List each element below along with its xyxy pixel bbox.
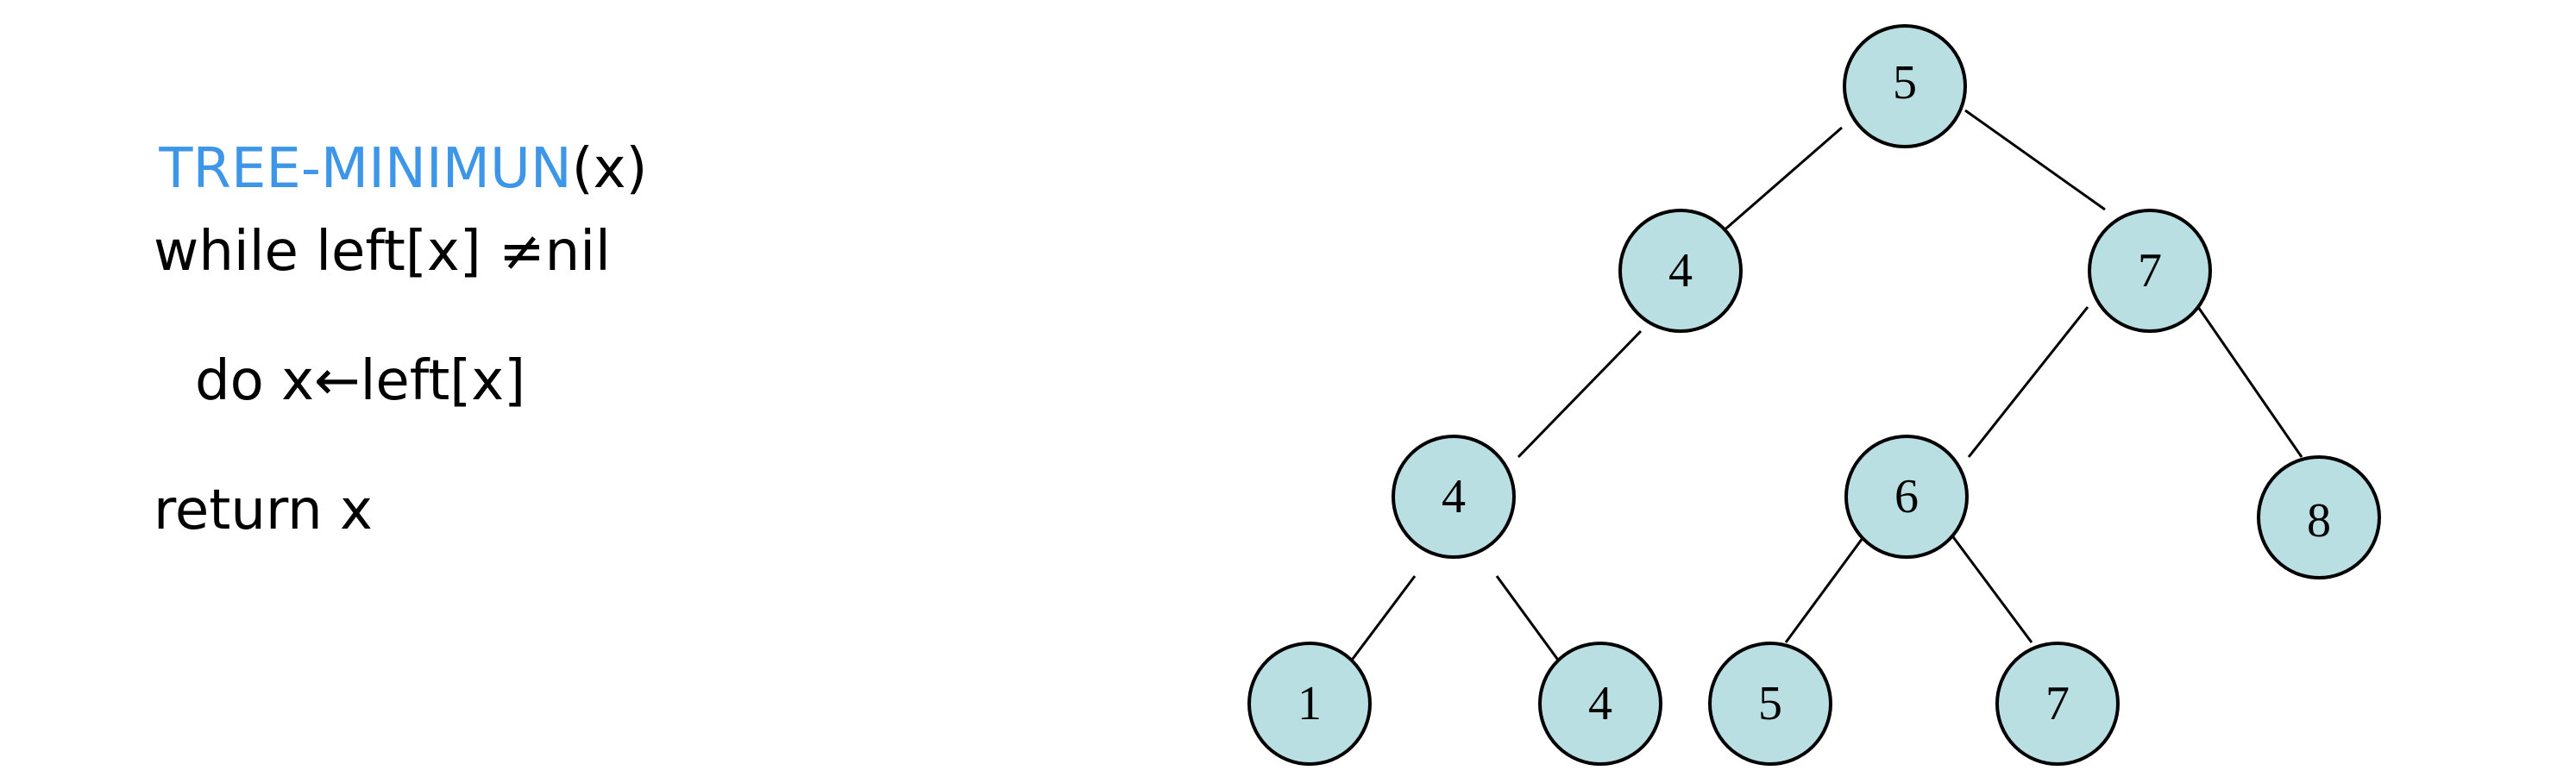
node-label: 4	[1442, 470, 1466, 523]
tree-node-left-left: 4	[1392, 435, 1516, 559]
node-label: 5	[1893, 56, 1917, 110]
edge-right-rightright	[2196, 306, 2303, 458]
tree-node-leaf-1: 1	[1247, 642, 1372, 766]
node-circle	[1844, 435, 1969, 559]
node-circle	[2257, 455, 2381, 579]
node-circle	[1538, 642, 1662, 766]
node-circle	[1843, 24, 1967, 148]
tree-node-right: 7	[2088, 209, 2212, 333]
code-while-line: while left[x] ≠nil	[154, 220, 611, 284]
node-label: 8	[2307, 494, 2331, 548]
node-label: 4	[1668, 244, 1693, 298]
node-label: 7	[2138, 244, 2162, 298]
code-signature-line: TREE-MINIMUN(x)	[89, 86, 648, 252]
tree-node-right-left: 6	[1844, 435, 1969, 559]
edge-leftleft-leaf4	[1495, 575, 1561, 663]
node-label: 1	[1297, 677, 1322, 730]
tree-node-leaf-3: 5	[1708, 642, 1832, 766]
edge-right-rightleft	[1967, 306, 2089, 458]
code-return-line: return x	[154, 479, 373, 542]
node-circle	[2088, 209, 2212, 333]
tree-node-left: 4	[1618, 209, 1743, 333]
edge-root-right	[1964, 109, 2106, 211]
tree-node-root: 5	[1843, 24, 1967, 148]
node-label: 6	[1894, 470, 1919, 523]
node-label: 4	[1588, 677, 1612, 730]
tree-edges	[1348, 109, 2303, 663]
code-do-line: do x←left[x]	[195, 349, 526, 413]
edge-root-left	[1720, 126, 1843, 235]
tree-node-leaf-2: 4	[1538, 642, 1662, 766]
edge-left-leftleft	[1517, 329, 1643, 459]
node-circle	[1247, 642, 1372, 766]
node-circle	[1995, 642, 2120, 766]
function-name: TREE-MINIMUN	[159, 137, 572, 201]
node-circle	[1618, 209, 1743, 333]
node-circle	[1392, 435, 1516, 559]
node-circle	[1708, 642, 1832, 766]
tree-node-right-right: 8	[2257, 455, 2381, 579]
edge-leftleft-leaf1	[1348, 575, 1417, 663]
function-args: (x)	[571, 137, 648, 201]
node-label: 7	[2045, 677, 2070, 730]
tree-node-leaf-4: 7	[1995, 642, 2120, 766]
node-label: 5	[1758, 677, 1782, 730]
edge-rightleft-leaf7	[1950, 534, 2033, 643]
edge-rightleft-leaf5	[1784, 534, 1867, 643]
